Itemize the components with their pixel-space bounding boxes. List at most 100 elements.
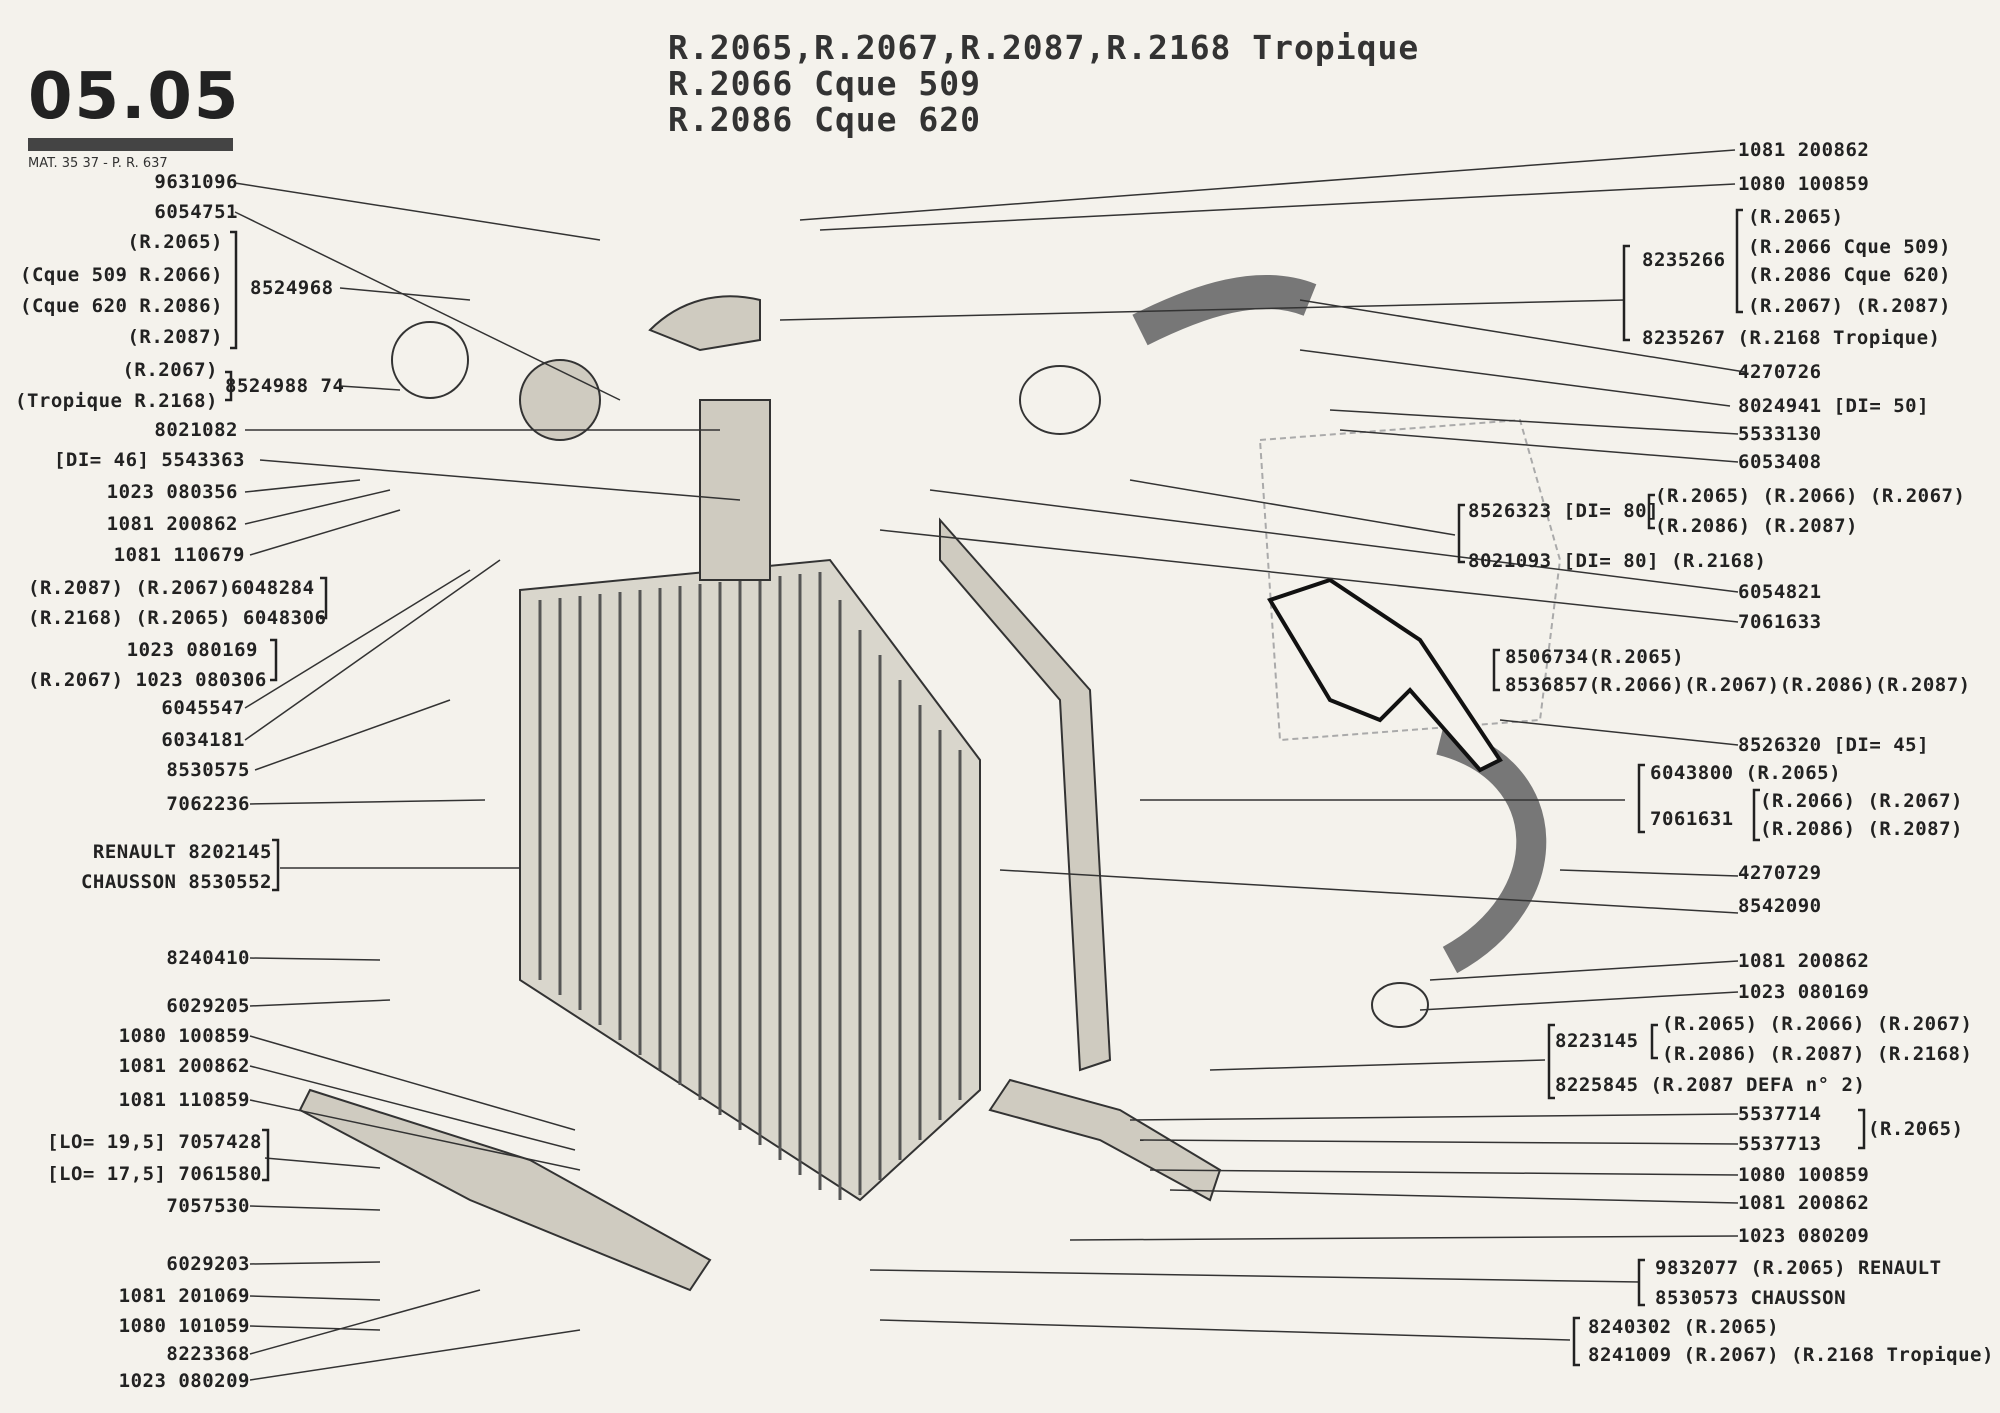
part-label: 6043800 (R.2065): [1650, 762, 1842, 784]
filler-neck: [699, 399, 771, 581]
part-label: 8536857(R.2066)(R.2067)(R.2086)(R.2087): [1505, 674, 1971, 696]
variant-label: (Tropique R.2168): [15, 390, 218, 412]
variant-label: (Cque 620 R.2086): [20, 295, 223, 317]
radiator-fins: [538, 572, 962, 1200]
part-label: 5537713: [1738, 1133, 1822, 1155]
part-label: 4270729: [1738, 862, 1822, 884]
part-label: 1081 200862: [106, 513, 238, 535]
variant-label: (R.2086) (R.2087): [1655, 515, 1858, 537]
part-label: 6034181: [161, 729, 245, 751]
part-label: (R.2067) 1023 080306: [28, 669, 267, 691]
part-label: 8225845 (R.2087 DEFA n° 2): [1555, 1074, 1866, 1096]
part-label: 8235266: [1642, 249, 1726, 271]
part-label: 8526320 [DI= 45]: [1738, 734, 1930, 756]
page-number: 05.05: [28, 60, 241, 134]
part-label: 1081 200862: [1738, 1192, 1870, 1214]
pointing-hand-icon: [1267, 577, 1503, 773]
part-label: CHAUSSON 8530552: [80, 871, 272, 893]
part-label: 8223368: [166, 1343, 250, 1365]
part-label: 8524968: [250, 277, 334, 299]
part-label: 8240302 (R.2065): [1588, 1316, 1780, 1338]
variant-label: (R.2087): [127, 326, 223, 348]
grouping-braces: [225, 208, 1866, 1367]
variant-label: (R.2066 Cque 509): [1748, 236, 1951, 258]
part-label: (R.2087) (R.2067)6048284: [28, 577, 315, 599]
heading-line-1: R.2065,R.2067,R.2087,R.2168 Tropique: [668, 28, 1420, 67]
leader-lines-right: [779, 149, 1746, 1341]
part-label: 8021093 [DI= 80] (R.2168): [1468, 550, 1767, 572]
part-label: 7061631: [1650, 808, 1734, 830]
variant-label: (R.2065) (R.2066) (R.2067): [1655, 485, 1966, 507]
lower-mounting-rail: [298, 1088, 712, 1292]
hose-clamp-upper: [1019, 365, 1101, 435]
part-label: 4270726: [1738, 361, 1822, 383]
part-label: 1080 100859: [1738, 1164, 1870, 1186]
heading-line-3: R.2086 Cque 620: [668, 100, 982, 139]
leader-lines-left: [234, 182, 741, 1381]
variant-label: (R.2086 Cque 620): [1748, 264, 1951, 286]
part-label: 1023 080169: [126, 639, 258, 661]
part-label: 5533130: [1738, 423, 1822, 445]
part-label: 5537714: [1738, 1103, 1822, 1125]
part-label: [LO= 19,5] 7057428: [47, 1131, 262, 1153]
part-label: 8526323 [DI= 80]: [1468, 500, 1660, 522]
part-label: 1081 110859: [118, 1089, 250, 1111]
part-label: (R.2168) (R.2065) 6048306: [28, 607, 327, 629]
part-label: 1080 100859: [1738, 173, 1870, 195]
part-label: 6029203: [166, 1253, 250, 1275]
variant-label: (R.2086) (R.2087): [1760, 818, 1963, 840]
part-label: 8223145: [1555, 1030, 1639, 1052]
part-label: 1081 200862: [1738, 139, 1870, 161]
variant-label: (R.2065): [1748, 206, 1844, 228]
part-label: 1080 101059: [118, 1315, 250, 1337]
part-label: 9832077 (R.2065) RENAULT: [1655, 1257, 1942, 1279]
variant-label: (R.2067) (R.2087): [1748, 295, 1951, 317]
radiator-core: [519, 558, 981, 1202]
hose-clamp-lower: [1371, 982, 1429, 1028]
part-label: RENAULT 8202145: [92, 841, 272, 863]
part-label: 8240410: [166, 947, 250, 969]
cap-gasket: [391, 321, 469, 399]
part-label: 7062236: [166, 793, 250, 815]
part-label: 1081 201069: [118, 1285, 250, 1307]
part-label: 6045547: [161, 697, 245, 719]
part-label: 7057530: [166, 1195, 250, 1217]
filler-elbow: [648, 295, 761, 352]
lower-hose: [1435, 725, 1547, 974]
part-label: 8530575: [166, 759, 250, 781]
part-label: 8524988 74: [225, 375, 345, 397]
part-label: 1081 110679: [113, 544, 245, 566]
part-label: [DI= 46] 5543363: [53, 449, 245, 471]
variant-label: (R.2066) (R.2067): [1760, 790, 1963, 812]
part-label: 1023 080169: [1738, 981, 1870, 1003]
part-label: 8241009 (R.2067) (R.2168 Tropique): [1588, 1344, 1994, 1366]
upper-hose: [1132, 274, 1317, 346]
part-label: 1080 100859: [118, 1025, 250, 1047]
variant-label: (R.2086) (R.2087) (R.2168): [1662, 1043, 1973, 1065]
heading-line-2: R.2066 Cque 509: [668, 64, 982, 103]
variant-label: (R.2065): [127, 231, 223, 253]
part-label: 6029205: [166, 995, 250, 1017]
part-label: 7061633: [1738, 611, 1822, 633]
variant-label: (R.2065): [1868, 1118, 1964, 1140]
variant-label: (Cque 509 R.2066): [20, 264, 223, 286]
part-label: 8024941 [DI= 50]: [1738, 395, 1930, 417]
part-label: 8542090: [1738, 895, 1822, 917]
part-label: 1023 080209: [1738, 1225, 1870, 1247]
part-label: 6053408: [1738, 451, 1822, 473]
part-label: 1081 200862: [118, 1055, 250, 1077]
part-label: 8235267 (R.2168 Tropique): [1642, 327, 1941, 349]
part-label: 6054751: [154, 201, 238, 223]
part-label: 1023 080209: [118, 1370, 250, 1392]
page-number-underline: [28, 138, 233, 151]
part-label: 8506734(R.2065): [1505, 646, 1685, 668]
part-label: 9631096: [154, 171, 238, 193]
variant-label: (R.2067): [122, 359, 218, 381]
part-label: 8530573 CHAUSSON: [1655, 1287, 1847, 1309]
page-reference: MAT. 35 37 - P. R. 637: [28, 156, 168, 171]
variant-label: (R.2065) (R.2066) (R.2067): [1662, 1013, 1973, 1035]
part-label: 1023 080356: [106, 481, 238, 503]
part-label: 8021082: [154, 419, 238, 441]
